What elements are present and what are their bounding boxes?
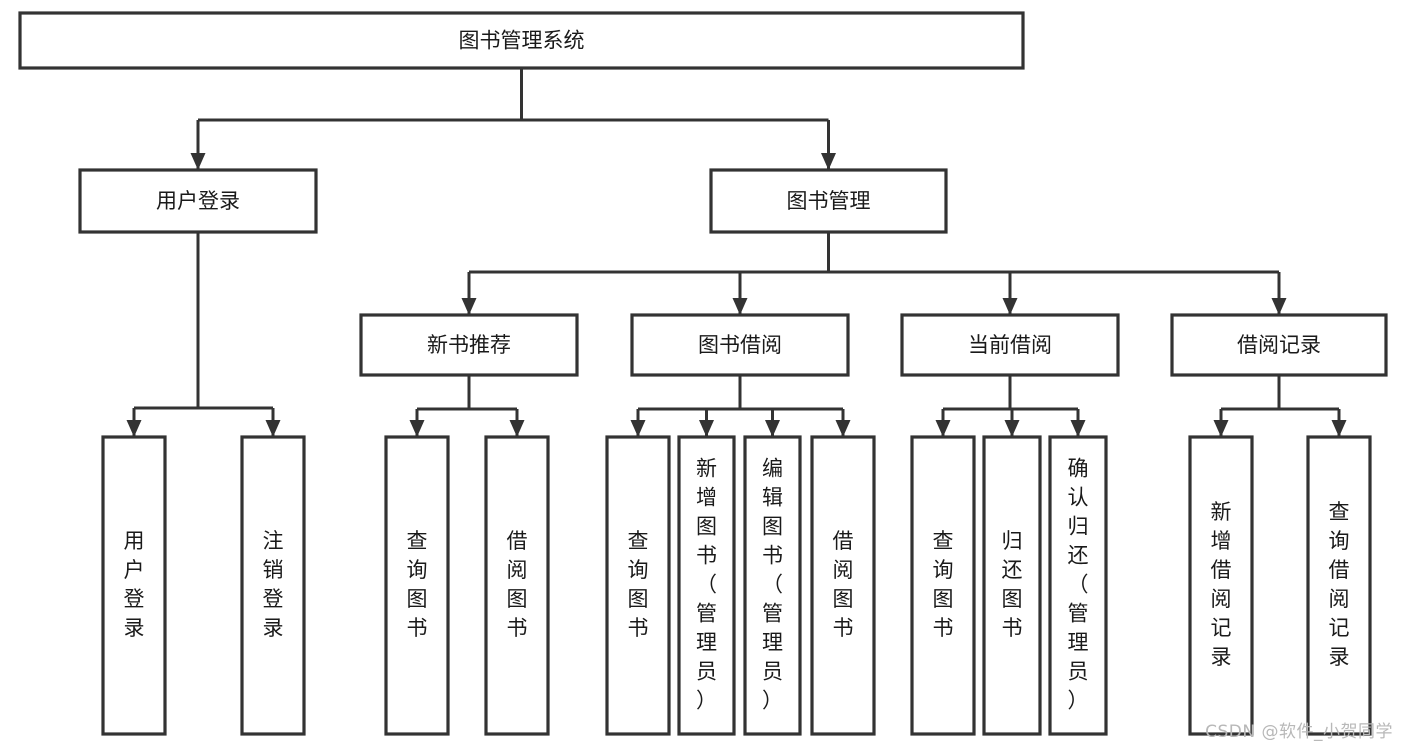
leaf-leaf-query-borrow-record-box bbox=[1306, 435, 1372, 736]
node-current-borrow-label: 当前借阅 bbox=[968, 333, 1052, 357]
leaf-leaf-borrow-book-box bbox=[810, 435, 876, 736]
conn-book-manage-arrow-1 bbox=[732, 298, 748, 315]
leaf-leaf-query-book-borrow[interactable]: 查询图书 bbox=[605, 435, 671, 736]
node-book-manage-label: 图书管理 bbox=[787, 189, 871, 213]
conn-book-borrow-arrow-3 bbox=[835, 420, 851, 437]
leaf-leaf-query-borrow-record-label: 查询借阅记录 bbox=[1329, 500, 1350, 669]
leaf-leaf-return-book-box bbox=[982, 435, 1042, 736]
node-book-manage[interactable]: 图书管理 bbox=[709, 168, 948, 234]
leaf-leaf-logout-box bbox=[240, 435, 306, 736]
node-current-borrow-box bbox=[900, 313, 1120, 377]
conn-user-login-arrow-0 bbox=[126, 420, 142, 437]
conn-current-borrow-arrow-1 bbox=[1004, 420, 1020, 437]
node-book-borrow[interactable]: 图书借阅 bbox=[630, 313, 850, 377]
node-user-login-box bbox=[78, 168, 318, 234]
conn-book-manage-arrow-3 bbox=[1271, 298, 1287, 315]
leaf-leaf-query-book-recommend-box bbox=[384, 435, 450, 736]
conn-new-book-recommend-arrow-0 bbox=[409, 420, 425, 437]
leaf-leaf-add-book-label: 新增图书（管理员） bbox=[696, 457, 717, 713]
node-borrow-record[interactable]: 借阅记录 bbox=[1170, 313, 1388, 377]
leaf-leaf-edit-book-label: 编辑图书（管理员） bbox=[762, 457, 783, 713]
conn-book-borrow-arrow-0 bbox=[630, 420, 646, 437]
leaf-leaf-borrow-book-recommend[interactable]: 借阅图书 bbox=[484, 435, 550, 736]
conn-current-borrow-arrow-0 bbox=[935, 420, 951, 437]
connector-layer bbox=[126, 68, 1347, 437]
leaf-leaf-return-book[interactable]: 归还图书 bbox=[982, 435, 1042, 736]
conn-borrow-record-arrow-0 bbox=[1213, 420, 1229, 437]
conn-root-arrow-0 bbox=[190, 153, 206, 170]
leaf-leaf-borrow-book[interactable]: 借阅图书 bbox=[810, 435, 876, 736]
conn-book-borrow-arrow-2 bbox=[765, 420, 780, 437]
conn-borrow-record-arrow-1 bbox=[1331, 420, 1347, 437]
node-book-borrow-label: 图书借阅 bbox=[698, 333, 782, 357]
leaf-leaf-user-login[interactable]: 用户登录 bbox=[101, 435, 167, 736]
node-new-book-recommend-box bbox=[359, 313, 579, 377]
conn-user-login-arrow-1 bbox=[265, 420, 281, 437]
leaf-leaf-confirm-return-box bbox=[1048, 435, 1108, 736]
leaf-leaf-query-book-current-box bbox=[910, 435, 976, 736]
leaf-leaf-logout[interactable]: 注销登录 bbox=[240, 435, 306, 736]
node-book-manage-box bbox=[709, 168, 948, 234]
node-borrow-record-box bbox=[1170, 313, 1388, 377]
leaf-leaf-query-book-recommend-label: 查询图书 bbox=[407, 529, 428, 640]
leaf-leaf-confirm-return-label: 确认归还（管理员） bbox=[1068, 457, 1089, 713]
conn-book-manage-arrow-2 bbox=[1002, 298, 1018, 315]
leaf-leaf-user-login-box bbox=[101, 435, 167, 736]
conn-book-manage-arrow-0 bbox=[461, 298, 477, 315]
node-book-borrow-box bbox=[630, 313, 850, 377]
node-root[interactable]: 图书管理系统 bbox=[18, 11, 1025, 70]
leaf-leaf-query-book-borrow-box bbox=[605, 435, 671, 736]
node-root-label: 图书管理系统 bbox=[459, 29, 585, 53]
leaf-leaf-query-book-recommend[interactable]: 查询图书 bbox=[384, 435, 450, 736]
conn-current-borrow-arrow-2 bbox=[1070, 420, 1086, 437]
leaf-leaf-query-book-current[interactable]: 查询图书 bbox=[910, 435, 976, 736]
leaf-leaf-add-borrow-record-label: 新增借阅记录 bbox=[1211, 500, 1232, 669]
node-root-box bbox=[18, 11, 1025, 70]
node-layer: 图书管理系统用户登录图书管理新书推荐图书借阅当前借阅借阅记录用户登录注销登录查询… bbox=[18, 11, 1388, 736]
leaf-leaf-edit-book[interactable]: 编辑图书（管理员） bbox=[743, 435, 802, 736]
leaf-leaf-borrow-book-label: 借阅图书 bbox=[833, 529, 854, 640]
leaf-leaf-query-borrow-record[interactable]: 查询借阅记录 bbox=[1306, 435, 1372, 736]
node-new-book-recommend-label: 新书推荐 bbox=[427, 333, 511, 357]
node-borrow-record-label: 借阅记录 bbox=[1237, 333, 1321, 357]
leaf-leaf-borrow-book-recommend-label: 借阅图书 bbox=[507, 529, 528, 640]
leaf-leaf-logout-label: 注销登录 bbox=[263, 529, 284, 640]
node-new-book-recommend[interactable]: 新书推荐 bbox=[359, 313, 579, 377]
leaf-leaf-add-borrow-record[interactable]: 新增借阅记录 bbox=[1188, 435, 1254, 736]
leaf-leaf-confirm-return[interactable]: 确认归还（管理员） bbox=[1048, 435, 1108, 736]
node-user-login-label: 用户登录 bbox=[156, 189, 240, 213]
leaf-leaf-borrow-book-recommend-box bbox=[484, 435, 550, 736]
leaf-leaf-query-book-borrow-label: 查询图书 bbox=[628, 529, 649, 640]
node-user-login[interactable]: 用户登录 bbox=[78, 168, 318, 234]
conn-new-book-recommend-arrow-1 bbox=[509, 420, 525, 437]
node-current-borrow[interactable]: 当前借阅 bbox=[900, 313, 1120, 377]
leaf-leaf-add-borrow-record-box bbox=[1188, 435, 1254, 736]
conn-root-arrow-1 bbox=[821, 153, 836, 170]
leaf-leaf-user-login-label: 用户登录 bbox=[124, 529, 145, 640]
leaf-leaf-add-book[interactable]: 新增图书（管理员） bbox=[677, 435, 736, 736]
leaf-leaf-edit-book-box bbox=[743, 435, 802, 736]
leaf-leaf-return-book-label: 归还图书 bbox=[1002, 529, 1023, 640]
leaf-leaf-query-book-current-label: 查询图书 bbox=[933, 529, 954, 640]
conn-book-borrow-arrow-1 bbox=[699, 420, 714, 437]
leaf-leaf-add-book-box bbox=[677, 435, 736, 736]
